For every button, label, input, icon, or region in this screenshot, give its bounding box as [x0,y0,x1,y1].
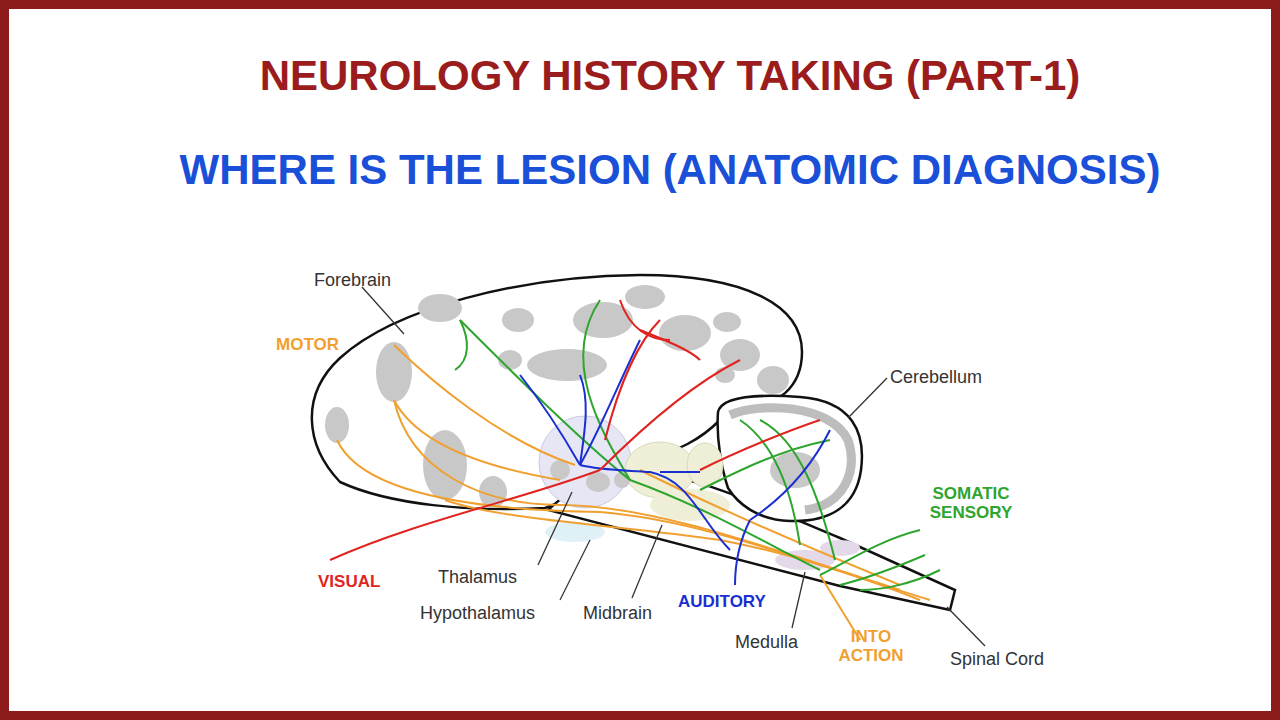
cerebellum-cortex [730,408,851,510]
pathway-label: SOMATIC SENSORY [912,484,1030,522]
pathway-label: AUDITORY [678,592,766,611]
sensory-pathways [455,300,940,590]
gray-nuclei [325,285,789,508]
pathway-label: VISUAL [318,572,380,591]
pathway-label: MOTOR [276,335,339,354]
structure-label: Medulla [735,632,798,652]
pathway-label: INTO ACTION [826,627,916,665]
structure-label: Midbrain [583,603,652,623]
structure-label: Thalamus [438,567,517,587]
motor-pathways [337,345,930,640]
visual-pathways [330,300,820,560]
leader-lines [362,287,985,646]
auditory-pathways [520,340,830,585]
cerebellum-outline [718,396,862,521]
structure-label: Forebrain [314,270,391,290]
subtitle: WHERE IS THE LESION (ANATOMIC DIAGNOSIS) [40,146,1280,193]
structure-label: Cerebellum [890,367,982,387]
structure-label: Hypothalamus [420,603,535,623]
structure-label: Spinal Cord [950,649,1044,669]
page-title: NEUROLOGY HISTORY TAKING (PART-1) [60,52,1280,99]
